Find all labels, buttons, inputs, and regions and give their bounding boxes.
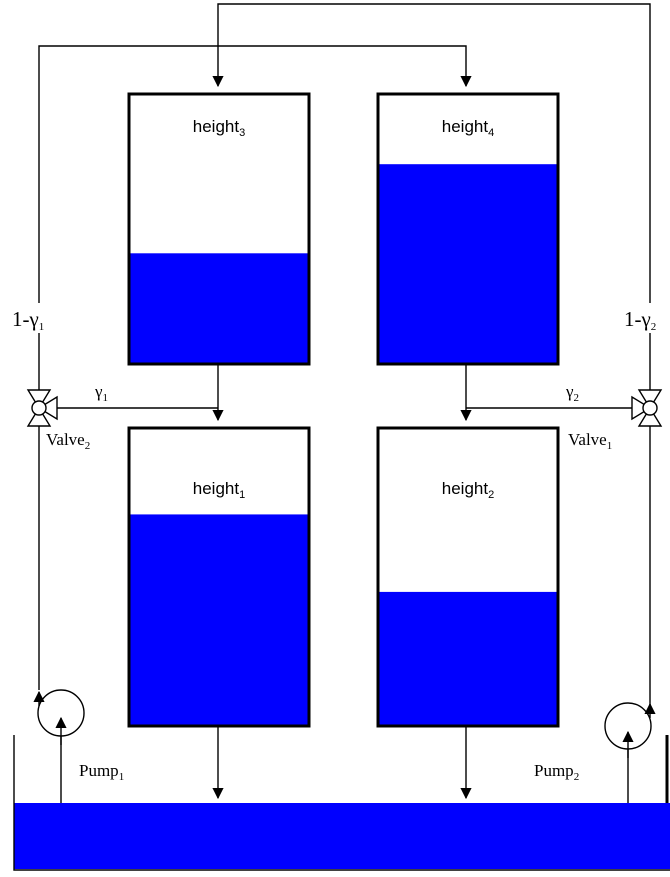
valve-2: Valve2	[26, 389, 90, 452]
one-minus-gamma1-label: 1-γ1	[12, 307, 44, 333]
tank-2-frame	[376, 426, 560, 728]
pipe-valve1-to-tank3	[212, 3, 651, 392]
tank-2: height2	[376, 426, 560, 728]
one-minus-gamma2-label: 1-γ2	[624, 307, 656, 333]
valve-1-label: Valve1	[568, 430, 612, 452]
reservoir	[13, 735, 670, 871]
tank-1-frame	[127, 426, 311, 728]
tank-4: height4	[376, 92, 560, 366]
pipe-network	[38, 3, 651, 803]
tank-3: height3	[127, 92, 311, 366]
valve-1-body	[642, 400, 658, 416]
tank-4-frame	[376, 92, 560, 366]
pump-2-label: Pump2	[534, 761, 579, 783]
pump-2: Pump2	[534, 702, 656, 783]
gamma2-label: γ2	[565, 382, 579, 404]
tank-4-water	[378, 164, 558, 364]
tank-3-label: height3	[193, 117, 245, 139]
reservoir-walls	[13, 735, 670, 871]
tank-1-label: height1	[193, 479, 245, 501]
tank-1: height1	[127, 426, 311, 728]
pipe-valve2-to-tank4	[38, 45, 472, 392]
tank-1-water	[129, 514, 309, 726]
valve-2-body	[31, 400, 47, 416]
tank-3-frame	[127, 92, 311, 366]
reservoir-water	[14, 803, 670, 869]
valve-2-label: Valve2	[46, 430, 90, 452]
tank-3-water	[129, 253, 309, 364]
tank-2-water	[378, 591, 558, 726]
pump-1-label: Pump1	[79, 761, 124, 783]
one-minus-gamma1-bg	[10, 303, 66, 333]
one-minus-gamma2-bg	[622, 303, 670, 333]
valve-1: Valve1	[568, 389, 663, 452]
tank-4-label: height4	[442, 117, 494, 139]
pump-1: Pump1	[33, 689, 124, 783]
gamma1-label: γ1	[94, 382, 108, 404]
tank-2-label: height2	[442, 479, 494, 501]
